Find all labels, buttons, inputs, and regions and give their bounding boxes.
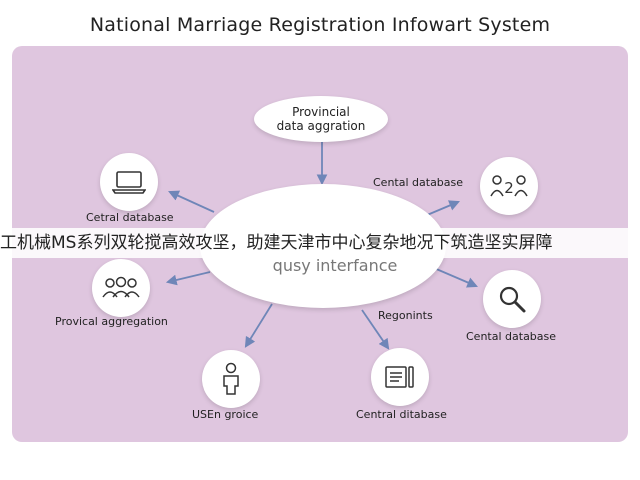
label-document: Central ditabase [356,408,447,421]
overlay-banner-text: 工机械MS系列双轮搅高效攻坚，助建天津市中心复杂地况下筑造坚实屏障 [0,228,640,258]
node-document [371,348,429,406]
edge-label-regonints: Regonints [378,309,433,322]
label-user: USEn groice [192,408,259,421]
node-laptop [100,153,158,211]
node-provincial-data: Provincial data aggration [254,96,388,142]
label-couple: Cental database [373,176,464,189]
arrow-center-to-doc [361,309,390,350]
label-laptop: Cetral database [86,211,174,224]
arrow-center-to-laptop [168,190,215,213]
couple-icon: 2 [490,175,528,197]
center-label: qusy interfance [272,256,398,275]
arrow-center-to-people [165,271,211,286]
search-icon [499,286,526,313]
person-icon [223,362,239,395]
svg-text:2: 2 [504,179,514,197]
node-people [92,259,150,317]
label-people: Provical aggregation [55,315,168,328]
node-couple: 2 [480,157,538,215]
diagram-title: National Marriage Registration Infowart … [89,14,551,36]
node-search [483,270,541,328]
arrow-center-to-user [244,303,273,348]
node-user [202,350,260,408]
label-search: Cental database [466,330,557,343]
laptop-icon [112,171,146,194]
node-provincial-line2: data aggration [276,119,366,133]
arrow-center-to-search [433,267,478,288]
people-group-icon [102,276,140,298]
node-provincial-line1: Provincial [292,105,350,119]
document-icon [385,366,414,388]
